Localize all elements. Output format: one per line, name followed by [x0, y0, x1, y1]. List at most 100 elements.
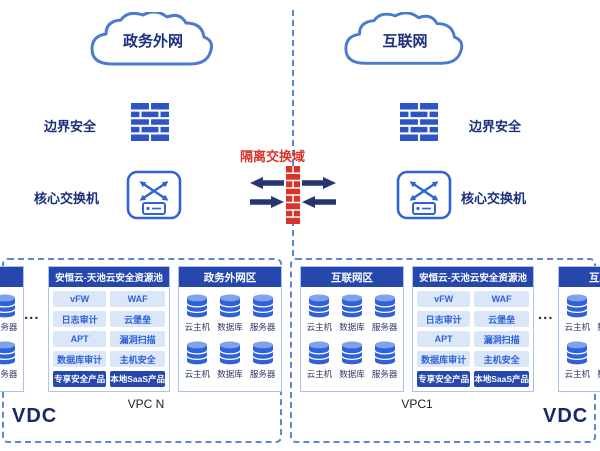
database-cylinder-icon [340, 340, 364, 366]
host-unit: 服务器 [368, 340, 401, 380]
database-cylinder-icon [373, 293, 397, 319]
host-unit: 云主机 [561, 340, 594, 380]
pool-item-waf: WAF [110, 291, 165, 307]
pool-item-cloud-bastion: 云堡垒 [110, 311, 165, 327]
database-cylinder-icon [185, 293, 209, 319]
host-unit: 云主机 [561, 293, 594, 333]
pool-item-exclusive-products: 专享安全产品 [417, 371, 471, 387]
vpc-1-label: VPC1 [401, 397, 433, 411]
database-cylinder-icon [251, 340, 275, 366]
exchange-arrow-left-icon [250, 177, 284, 189]
gov-zone-title: 政务外网区 [179, 267, 281, 287]
host-label: 云主机 [564, 322, 591, 332]
host-unit: 服务器 [246, 340, 279, 380]
host-label: 数据库 [217, 369, 243, 379]
host-unit: 服务器 [368, 293, 401, 333]
vdc-left-label: VDC [12, 405, 58, 427]
host-label: 服务器 [0, 369, 18, 379]
host-label: 服务器 [249, 369, 276, 379]
host-unit: 数据库 [214, 293, 247, 333]
host-label: 数据库 [597, 368, 600, 380]
database-cylinder-icon [218, 340, 242, 366]
border-security-right-label: 边界安全 [469, 119, 522, 134]
exchange-arrow-left-icon [302, 196, 336, 208]
pool-item-exclusive-products: 专享安全产品 [53, 371, 107, 387]
pool-item-local-saas: 本地SaaS产品 [474, 371, 529, 387]
pool-item-vfw: vFW [53, 291, 107, 307]
internet-cloud: 互联网 [342, 12, 468, 72]
host-unit: 数据库 [214, 340, 247, 380]
core-switch-left-label: 核心交换机 [34, 191, 100, 206]
internet-zone-panel-partial: 互联网区 云主机 数据库 服务器 云主机 数据库 服务器 [558, 266, 600, 392]
host-unit: 数据库 [594, 340, 600, 380]
internet-zone-panel: 互联网区 云主机 数据库 服务器 云主机 数据库 服务器 [300, 266, 404, 392]
pool-item-log-audit: 日志审计 [53, 311, 107, 327]
pool-item-vuln-scan: 漏洞扫描 [474, 331, 529, 347]
security-pool-title: 安恒云-天池云安全资源池 [413, 267, 533, 287]
host-label: 服务器 [0, 322, 18, 332]
host-unit: 云主机 [181, 293, 214, 333]
host-unit: 服务器 [0, 340, 21, 380]
pool-item-vfw: vFW [417, 291, 471, 307]
more-panels-ellipsis: ... [24, 306, 40, 323]
pool-item-local-saas: 本地SaaS产品 [110, 371, 165, 387]
host-label: 数据库 [597, 321, 600, 333]
more-panels-ellipsis: ... [538, 306, 554, 323]
security-pool-panel-right: 安恒云-天池云安全资源池 vFW WAF 日志审计 云堡垒 APT 漏洞扫描 数… [412, 266, 534, 392]
zone-divider-dashed-line [292, 10, 294, 256]
host-label: 云主机 [306, 322, 333, 332]
host-unit: 数据库 [336, 340, 369, 380]
pool-item-db-audit: 数据库审计 [53, 351, 107, 367]
pool-item-host-security: 主机安全 [474, 351, 529, 367]
host-label: 数据库 [217, 322, 243, 332]
firewall-icon [400, 103, 438, 141]
firewall-icon [131, 103, 169, 141]
host-unit: 云主机 [303, 340, 336, 380]
host-label: 云主机 [184, 322, 211, 332]
host-label: 服务器 [249, 322, 276, 332]
exchange-arrow-right-icon [250, 196, 284, 208]
database-cylinder-icon [251, 293, 275, 319]
gov-zone-title: 政务外网区 [0, 267, 23, 287]
host-unit: 云主机 [181, 340, 214, 380]
pool-item-cloud-bastion: 云堡垒 [474, 311, 529, 327]
gov-zone-panel: 政务外网区 云主机 数据库 服务器 云主机 数据库 服务器 [178, 266, 282, 392]
host-label: 云主机 [184, 369, 211, 379]
database-cylinder-icon [307, 293, 331, 319]
host-label: 数据库 [339, 322, 365, 332]
pool-item-apt: APT [53, 331, 107, 347]
vdc-right-label: VDC [543, 405, 589, 427]
pool-item-host-security: 主机安全 [110, 351, 165, 367]
security-pool-panel-left: 安恒云-天池云安全资源池 vFW WAF 日志审计 云堡垒 APT 漏洞扫描 数… [48, 266, 170, 392]
isolation-wall-icon [286, 166, 300, 224]
database-cylinder-icon [565, 340, 589, 366]
host-unit: 数据库 [336, 293, 369, 333]
host-label: 云主机 [306, 369, 333, 379]
database-cylinder-icon [218, 293, 242, 319]
security-pool-title: 安恒云-天池云安全资源池 [49, 267, 169, 287]
database-cylinder-icon [0, 293, 17, 319]
core-switch-icon [126, 170, 182, 220]
gov-extranet-cloud-label: 政务外网 [122, 32, 183, 50]
host-label: 服务器 [371, 322, 398, 332]
host-label: 数据库 [339, 369, 365, 379]
isolation-exchange-domain-label: 隔离交换域 [240, 149, 306, 164]
internet-zone-title: 互联网区 [559, 267, 600, 287]
pool-item-db-audit: 数据库审计 [417, 351, 471, 367]
host-unit: 服务器 [0, 293, 21, 333]
vpc-n-label: VPC N [127, 397, 165, 411]
database-cylinder-icon [307, 340, 331, 366]
core-switch-icon [396, 170, 452, 220]
internet-cloud-label: 互联网 [382, 32, 428, 50]
host-unit: 服务器 [246, 293, 279, 333]
database-cylinder-icon [0, 340, 17, 366]
database-cylinder-icon [373, 340, 397, 366]
gov-extranet-cloud: 政务外网 [88, 12, 218, 72]
pool-item-log-audit: 日志审计 [417, 311, 471, 327]
border-security-left-label: 边界安全 [44, 119, 97, 134]
gov-zone-panel-partial: 政务外网区 云主机 数据库 服务器 云主机 数据库 服务器 [0, 266, 24, 392]
database-cylinder-icon [565, 293, 589, 319]
host-label: 服务器 [371, 369, 398, 379]
host-unit: 云主机 [303, 293, 336, 333]
